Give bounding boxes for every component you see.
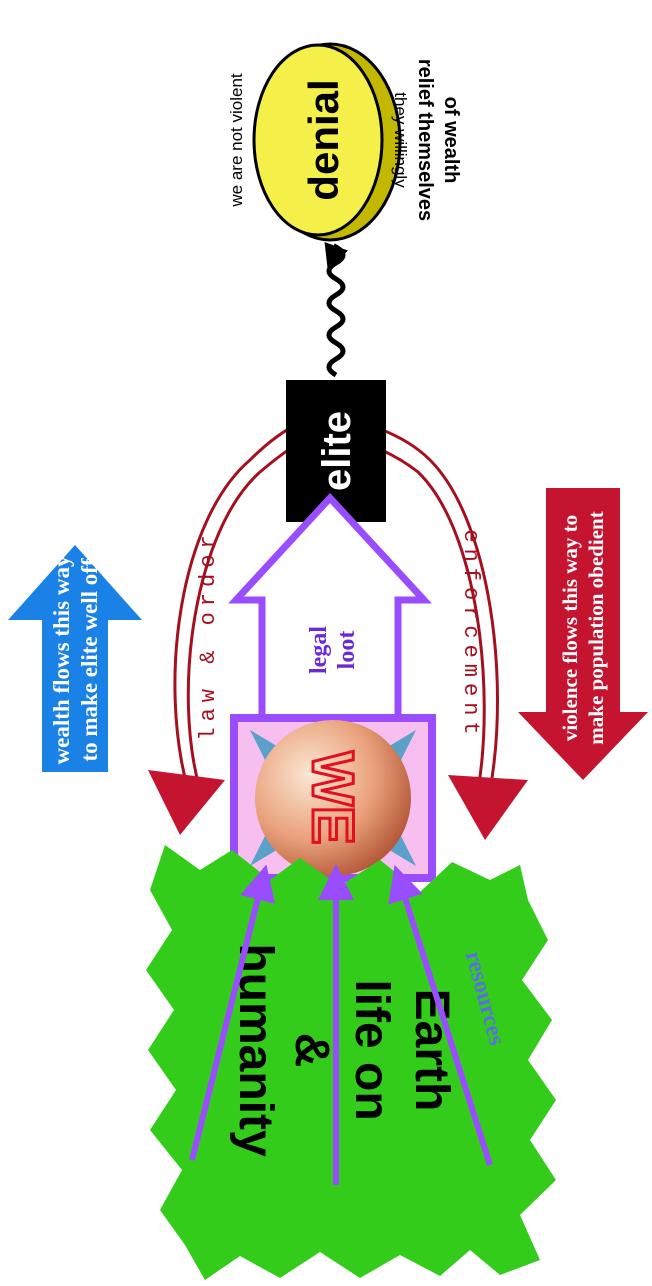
wealth-flow-label-line1: wealth flows this way xyxy=(49,555,74,764)
enforcement-arc: law & order enforcement xyxy=(148,413,528,840)
resource-arrow-1 xyxy=(189,864,276,1161)
extraction-machine: WE xyxy=(230,714,436,882)
violence-flow-label-line1: violence flows this way to xyxy=(558,515,582,741)
machine-sphere xyxy=(255,720,411,876)
denial-coin: denial we are not violent they willingly… xyxy=(227,42,462,242)
life-on-label: life on xyxy=(345,979,398,1120)
enforcement-arrowhead-left xyxy=(148,770,225,835)
enforcement-label: enforcement xyxy=(458,529,483,740)
humanity-blob: humanity & life on Earth xyxy=(146,845,556,1280)
legal-loot-arrow: legal loot xyxy=(228,492,432,722)
denial-label: denial xyxy=(300,79,347,200)
machine-logo-we: WE xyxy=(300,751,365,844)
wealth-flow-label-line2: to make elite well off xyxy=(77,558,102,761)
denial-quote-of-wealth: of wealth xyxy=(440,97,462,184)
elite-label: elite xyxy=(315,411,359,491)
denial-quote-we-are-not-violent: we are not violent xyxy=(227,73,246,208)
ampersand-label: & xyxy=(285,1033,338,1068)
denial-connector xyxy=(324,241,349,378)
earth-label: Earth xyxy=(405,989,458,1112)
violence-flow-arrow: violence flows this way to make populati… xyxy=(518,488,648,780)
denial-quote-willingly: they willingly xyxy=(391,92,410,188)
legal-label: legal xyxy=(306,626,332,674)
violence-flow-label-line2: make population obedient xyxy=(584,511,608,744)
wealth-flow-arrow: wealth flows this way to make elite well… xyxy=(8,545,142,772)
elite-node: elite xyxy=(286,380,386,522)
loot-label: loot xyxy=(334,631,360,670)
resource-arrow-3 xyxy=(388,864,493,1166)
denial-quote-relief: relief themselves xyxy=(414,59,436,221)
enforcement-arrowhead-right xyxy=(448,775,528,840)
law-order-label: law & order xyxy=(196,529,221,740)
